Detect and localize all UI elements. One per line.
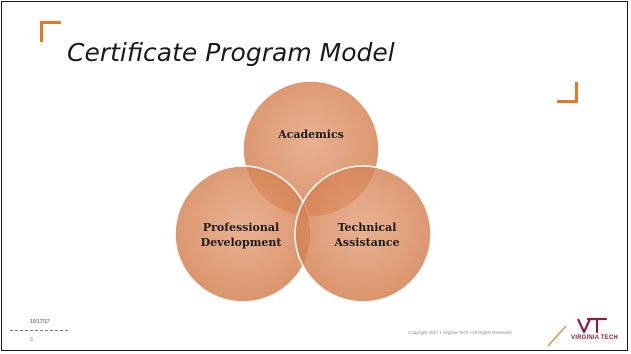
label-assistance: Assistance [333,236,399,249]
label-technical: Technical [338,221,397,234]
circle-technical-assistance [294,165,432,303]
circle-professional-development [174,165,312,303]
slide-title: Certificate Program Model [67,38,395,67]
slash-divider-icon [547,325,567,347]
vt-logo-icon [577,317,608,334]
corner-bracket-top-left [40,21,61,42]
corner-bracket-bottom-right [557,82,578,103]
page-number: 3 [30,337,33,343]
logo-wordmark: VIRGINIA TECH [571,335,619,341]
label-professional: Professional [203,221,279,234]
label-development: Development [201,236,283,249]
slide-date: 10/17/17 [30,319,50,325]
label-academics: Academics [277,128,344,141]
copyright-text: Copyright 2017 • Virginia Tech • All Rig… [408,330,512,335]
footer-divider [10,330,68,331]
